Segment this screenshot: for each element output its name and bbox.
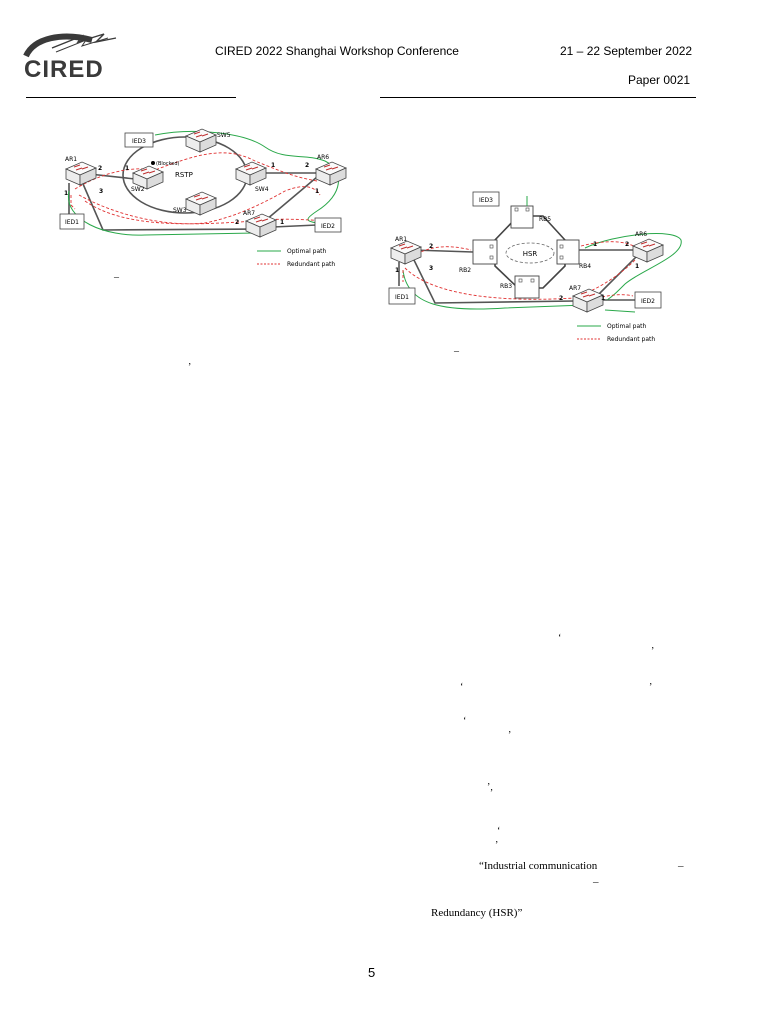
svg-text:AR7: AR7 [243,210,255,217]
svg-text:AR6: AR6 [635,231,647,238]
blocked-port-icon [151,161,155,165]
left-column-mark: ’ [188,362,192,373]
page-number: 5 [368,965,376,980]
right-mark-3: ‘ [460,682,464,693]
svg-text:Optimal path: Optimal path [607,323,646,330]
reference-line-2: Redundancy (HSR)” [431,907,523,919]
svg-text:1: 1 [601,295,605,302]
right-mark-4: ’ [649,682,653,693]
svg-text:SW4: SW4 [255,186,269,193]
svg-text:AR6: AR6 [317,154,329,161]
svg-text:3: 3 [99,188,103,195]
rstp-network-figure: IED3 SW5 AR1 SW2 (Blocked) RSTP SW4 AR6 … [59,128,347,268]
header-rule-left [26,97,236,98]
svg-text:IED3: IED3 [479,197,493,204]
svg-text:IED3: IED3 [132,138,146,145]
redundant-path-line [402,241,638,300]
header-rule-right [380,97,696,98]
svg-text:SW3: SW3 [173,207,187,214]
ar6-switch [315,161,347,186]
ar7-switch [572,288,604,313]
ied2-box: IED2 [314,217,342,233]
hsr-links [398,249,638,304]
ied2-box: IED2 [634,291,662,309]
rstp-port-labels: 2 1 1 3 1 2 1 2 1 [64,162,319,226]
redundant-path-line [70,152,336,225]
ar1-switch [390,240,422,265]
svg-text:1: 1 [315,188,319,195]
cired-logo: CIRED [22,30,122,83]
svg-text:1: 1 [635,263,639,270]
svg-text:2: 2 [98,165,102,172]
reference-dash-2: – [593,876,599,888]
hsr-network-figure: HSR RB5 RB2 RB4 RB3 IED3 AR1 AR6 AR7 IED… [388,191,682,343]
svg-text:AR1: AR1 [65,156,77,163]
rstp-links [68,136,318,231]
right-mark-5: ‘ [463,716,467,727]
logo-text: CIRED [24,56,104,83]
rb3-redbox [514,275,540,299]
svg-text:RB5: RB5 [539,216,551,223]
conference-dates: 21 – 22 September 2022 [560,44,693,58]
right-mark-1: ‘ [558,633,562,644]
figure-left-caption-fragment: – [114,272,119,283]
svg-text:1: 1 [271,162,275,169]
svg-text:SW2: SW2 [131,186,145,193]
svg-text:IED1: IED1 [65,219,79,226]
svg-text:(Blocked): (Blocked) [156,161,180,167]
svg-text:RB4: RB4 [579,263,591,270]
svg-text:SW5: SW5 [217,132,231,139]
figure-right-caption-fragment: – [454,346,459,357]
svg-text:1: 1 [395,267,399,274]
right-mark-7: ’, [487,782,493,793]
paper-number: Paper 0021 [628,73,691,87]
ied3-box: IED3 [124,132,154,148]
rb2-redbox [472,239,498,265]
right-mark-6: ’ [508,730,512,741]
sw4-switch [235,161,267,186]
svg-text:2: 2 [625,241,629,248]
svg-text:HSR: HSR [523,250,538,258]
svg-text:2: 2 [305,162,309,169]
svg-text:RB3: RB3 [500,283,512,290]
right-mark-9: ’ [495,840,499,851]
ar1-switch [65,161,97,186]
reference-line-1: “Industrial communication [479,860,598,872]
ied1-box: IED1 [388,287,416,305]
sw3-switch [185,191,217,216]
svg-text:1: 1 [280,219,284,226]
hsr-port-labels: 2 1 3 1 2 1 2 1 [395,241,639,302]
svg-text:2: 2 [559,295,563,302]
svg-text:IED2: IED2 [321,223,335,230]
rb4-redbox [556,239,580,265]
svg-text:2: 2 [235,219,239,226]
svg-text:AR1: AR1 [395,236,407,243]
rb5-redbox [510,205,534,229]
svg-text:Redundant path: Redundant path [607,336,655,343]
ied3-box: IED3 [472,191,500,207]
hsr-center-ellipse [505,242,555,264]
svg-text:Optimal path: Optimal path [287,248,326,255]
svg-text:RSTP: RSTP [175,171,193,179]
right-mark-8: ‘ [497,826,501,837]
svg-text:2: 2 [429,243,433,250]
svg-text:RB2: RB2 [459,267,471,274]
svg-text:Redundant path: Redundant path [287,261,335,268]
svg-text:IED2: IED2 [641,298,655,305]
right-mark-2: ’ [651,646,655,657]
svg-text:3: 3 [429,265,433,272]
svg-text:1: 1 [64,190,68,197]
svg-text:IED1: IED1 [395,294,409,301]
optimal-path-line [68,130,339,236]
conference-title: CIRED 2022 Shanghai Workshop Conference [215,44,459,58]
svg-text:1: 1 [125,165,129,172]
optimal-path-line [402,196,682,313]
reference-dash-1: – [678,860,684,872]
ar6-switch [632,238,664,263]
svg-text:AR7: AR7 [569,285,581,292]
ied1-box: IED1 [59,213,85,230]
logo-arc-icon [23,33,117,58]
svg-text:1: 1 [593,241,597,248]
